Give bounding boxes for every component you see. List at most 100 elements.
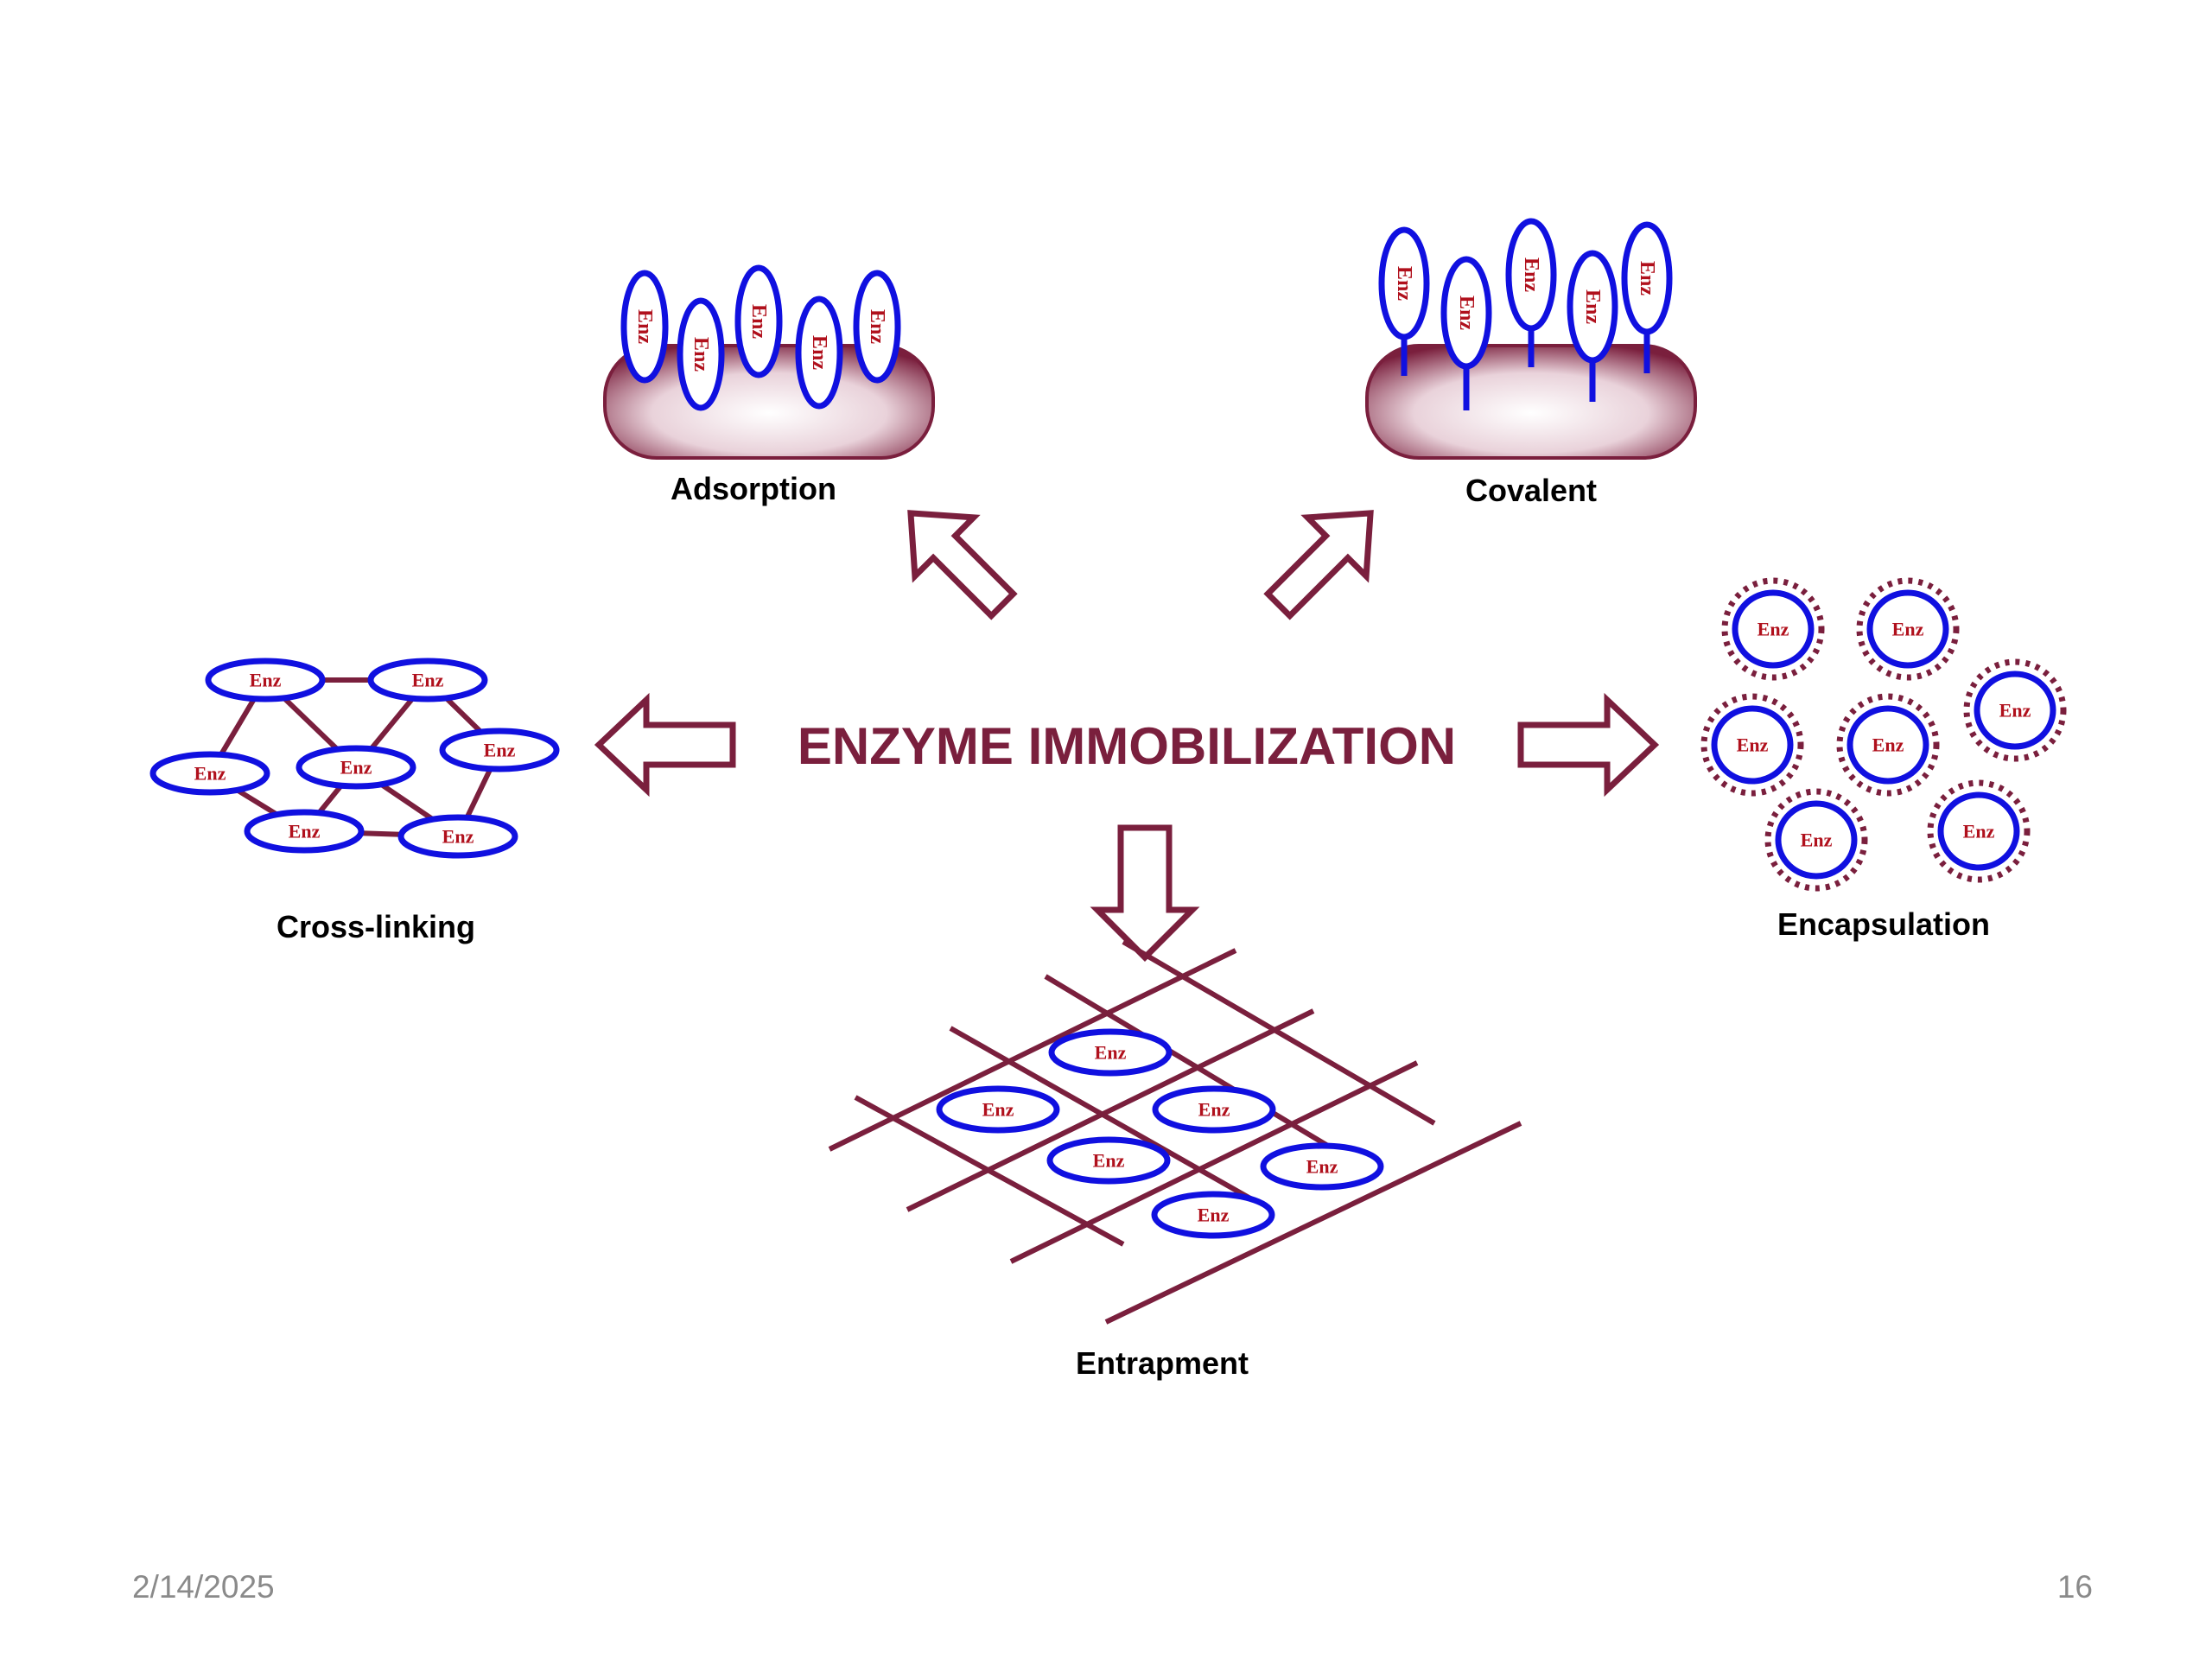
matrix-strand bbox=[828, 948, 1237, 1152]
enzyme: Enz bbox=[1567, 250, 1618, 364]
enzyme-label: Enz bbox=[1758, 619, 1789, 640]
arrow-to-covalent bbox=[1263, 510, 1374, 620]
enzyme-outline bbox=[620, 270, 669, 384]
enzyme: Enz bbox=[936, 1085, 1060, 1134]
enzyme-outline bbox=[1378, 226, 1430, 340]
enzyme: Enz bbox=[795, 296, 843, 410]
enzyme-outline bbox=[1775, 800, 1858, 880]
enzyme-outline bbox=[677, 297, 725, 411]
enzyme: Enz bbox=[1775, 800, 1858, 880]
enzyme: Enz bbox=[244, 809, 365, 854]
enzyme: Enz bbox=[1937, 791, 2020, 871]
enzyme-label: Enz bbox=[1737, 734, 1769, 756]
enzyme-label: Enz bbox=[808, 335, 830, 370]
enzyme: Enz bbox=[677, 297, 725, 411]
enzyme: Enz bbox=[853, 270, 901, 384]
enzyme-outline bbox=[936, 1085, 1060, 1134]
matrix-strand bbox=[906, 1008, 1315, 1212]
enzyme-outline bbox=[244, 809, 365, 854]
enzyme-outline bbox=[1974, 671, 2056, 750]
enzyme: Enz bbox=[1866, 589, 1949, 669]
enzyme-outline bbox=[1937, 791, 2020, 871]
enzyme: Enz bbox=[149, 751, 270, 796]
enzyme-outline bbox=[296, 745, 416, 790]
enzyme-label: Enz bbox=[1306, 1156, 1338, 1178]
enzyme-outline bbox=[1440, 256, 1492, 370]
enzyme-label: Enz bbox=[982, 1099, 1014, 1121]
enzyme-outline bbox=[439, 728, 560, 772]
enzyme-label: Enz bbox=[1455, 296, 1478, 330]
enzyme-outline bbox=[1048, 1028, 1173, 1077]
enzyme-label: Enz bbox=[1801, 830, 1833, 851]
enzyme: Enz bbox=[439, 728, 560, 772]
enzyme: Enz bbox=[1048, 1028, 1173, 1077]
enzyme-outline bbox=[734, 264, 783, 378]
enzyme: Enz bbox=[367, 658, 488, 702]
enzyme-label: Enz bbox=[1872, 734, 1904, 756]
enzyme-outline bbox=[367, 658, 488, 702]
enzyme-label: Enz bbox=[866, 309, 888, 344]
enzyme: Enz bbox=[1732, 589, 1815, 669]
enzyme-outline bbox=[1847, 705, 1929, 785]
enzyme-outline bbox=[1732, 589, 1815, 669]
enzyme: Enz bbox=[1847, 705, 1929, 785]
enzyme: Enz bbox=[734, 264, 783, 378]
enzyme-label: Enz bbox=[1892, 619, 1924, 640]
enzyme-outline bbox=[1866, 589, 1949, 669]
entrapment-label: Entrapment bbox=[1076, 1345, 1249, 1381]
matrix-strand bbox=[949, 1026, 1272, 1212]
enzyme-label: Enz bbox=[1581, 289, 1604, 324]
enzyme-label: Enz bbox=[289, 821, 321, 842]
arrow-to-adsorption bbox=[907, 510, 1018, 620]
enzyme-label: Enz bbox=[340, 757, 372, 779]
enzyme-label: Enz bbox=[633, 309, 656, 344]
enzyme-outline bbox=[1260, 1142, 1384, 1191]
capsule-membrane bbox=[1927, 779, 2031, 883]
slide-number: 16 bbox=[2056, 1569, 2093, 1605]
enzyme-label: Enz bbox=[747, 304, 770, 339]
enzyme-outline bbox=[1711, 705, 1794, 785]
cross-linking-label: Cross-linking bbox=[276, 909, 475, 944]
arrow-to-cross-linking bbox=[594, 692, 736, 798]
matrix-strand bbox=[1122, 939, 1436, 1126]
enzyme: Enz bbox=[1151, 1191, 1275, 1239]
capsule-membrane bbox=[1721, 577, 1825, 681]
enzyme-label: Enz bbox=[442, 826, 474, 848]
arrow-to-encapsulation bbox=[1517, 692, 1660, 798]
enzyme: Enz bbox=[1152, 1085, 1276, 1134]
enzyme: Enz bbox=[1505, 218, 1557, 332]
enzyme-label: Enz bbox=[250, 670, 282, 691]
enzyme-outline bbox=[1505, 218, 1557, 332]
enzyme: Enz bbox=[620, 270, 669, 384]
enzyme: Enz bbox=[1711, 705, 1794, 785]
adsorption-label: Adsorption bbox=[671, 471, 836, 506]
matrix-strand bbox=[1044, 974, 1350, 1160]
enzyme-label: Enz bbox=[412, 670, 444, 691]
enzyme-outline bbox=[205, 658, 326, 702]
enzyme: Enz bbox=[1378, 226, 1430, 340]
entrapment-matrix bbox=[828, 939, 1522, 1325]
enzyme-label: Enz bbox=[1636, 261, 1658, 296]
enzyme: Enz bbox=[1974, 671, 2056, 750]
enzyme: Enz bbox=[397, 814, 518, 859]
enzyme-outline bbox=[1151, 1191, 1275, 1239]
enzyme-outline bbox=[853, 270, 901, 384]
matrix-strand bbox=[1009, 1060, 1419, 1264]
covalent-label: Covalent bbox=[1465, 473, 1597, 508]
enzyme-label: Enz bbox=[1520, 257, 1542, 292]
enzyme: Enz bbox=[1046, 1136, 1171, 1185]
enzyme-outline bbox=[149, 751, 270, 796]
capsule-membrane bbox=[1856, 577, 1960, 681]
enzyme-outline bbox=[1621, 221, 1673, 335]
capsule-membrane bbox=[1700, 693, 1804, 797]
enzyme-label: Enz bbox=[1095, 1042, 1127, 1064]
matrix-strand bbox=[854, 1095, 1125, 1247]
